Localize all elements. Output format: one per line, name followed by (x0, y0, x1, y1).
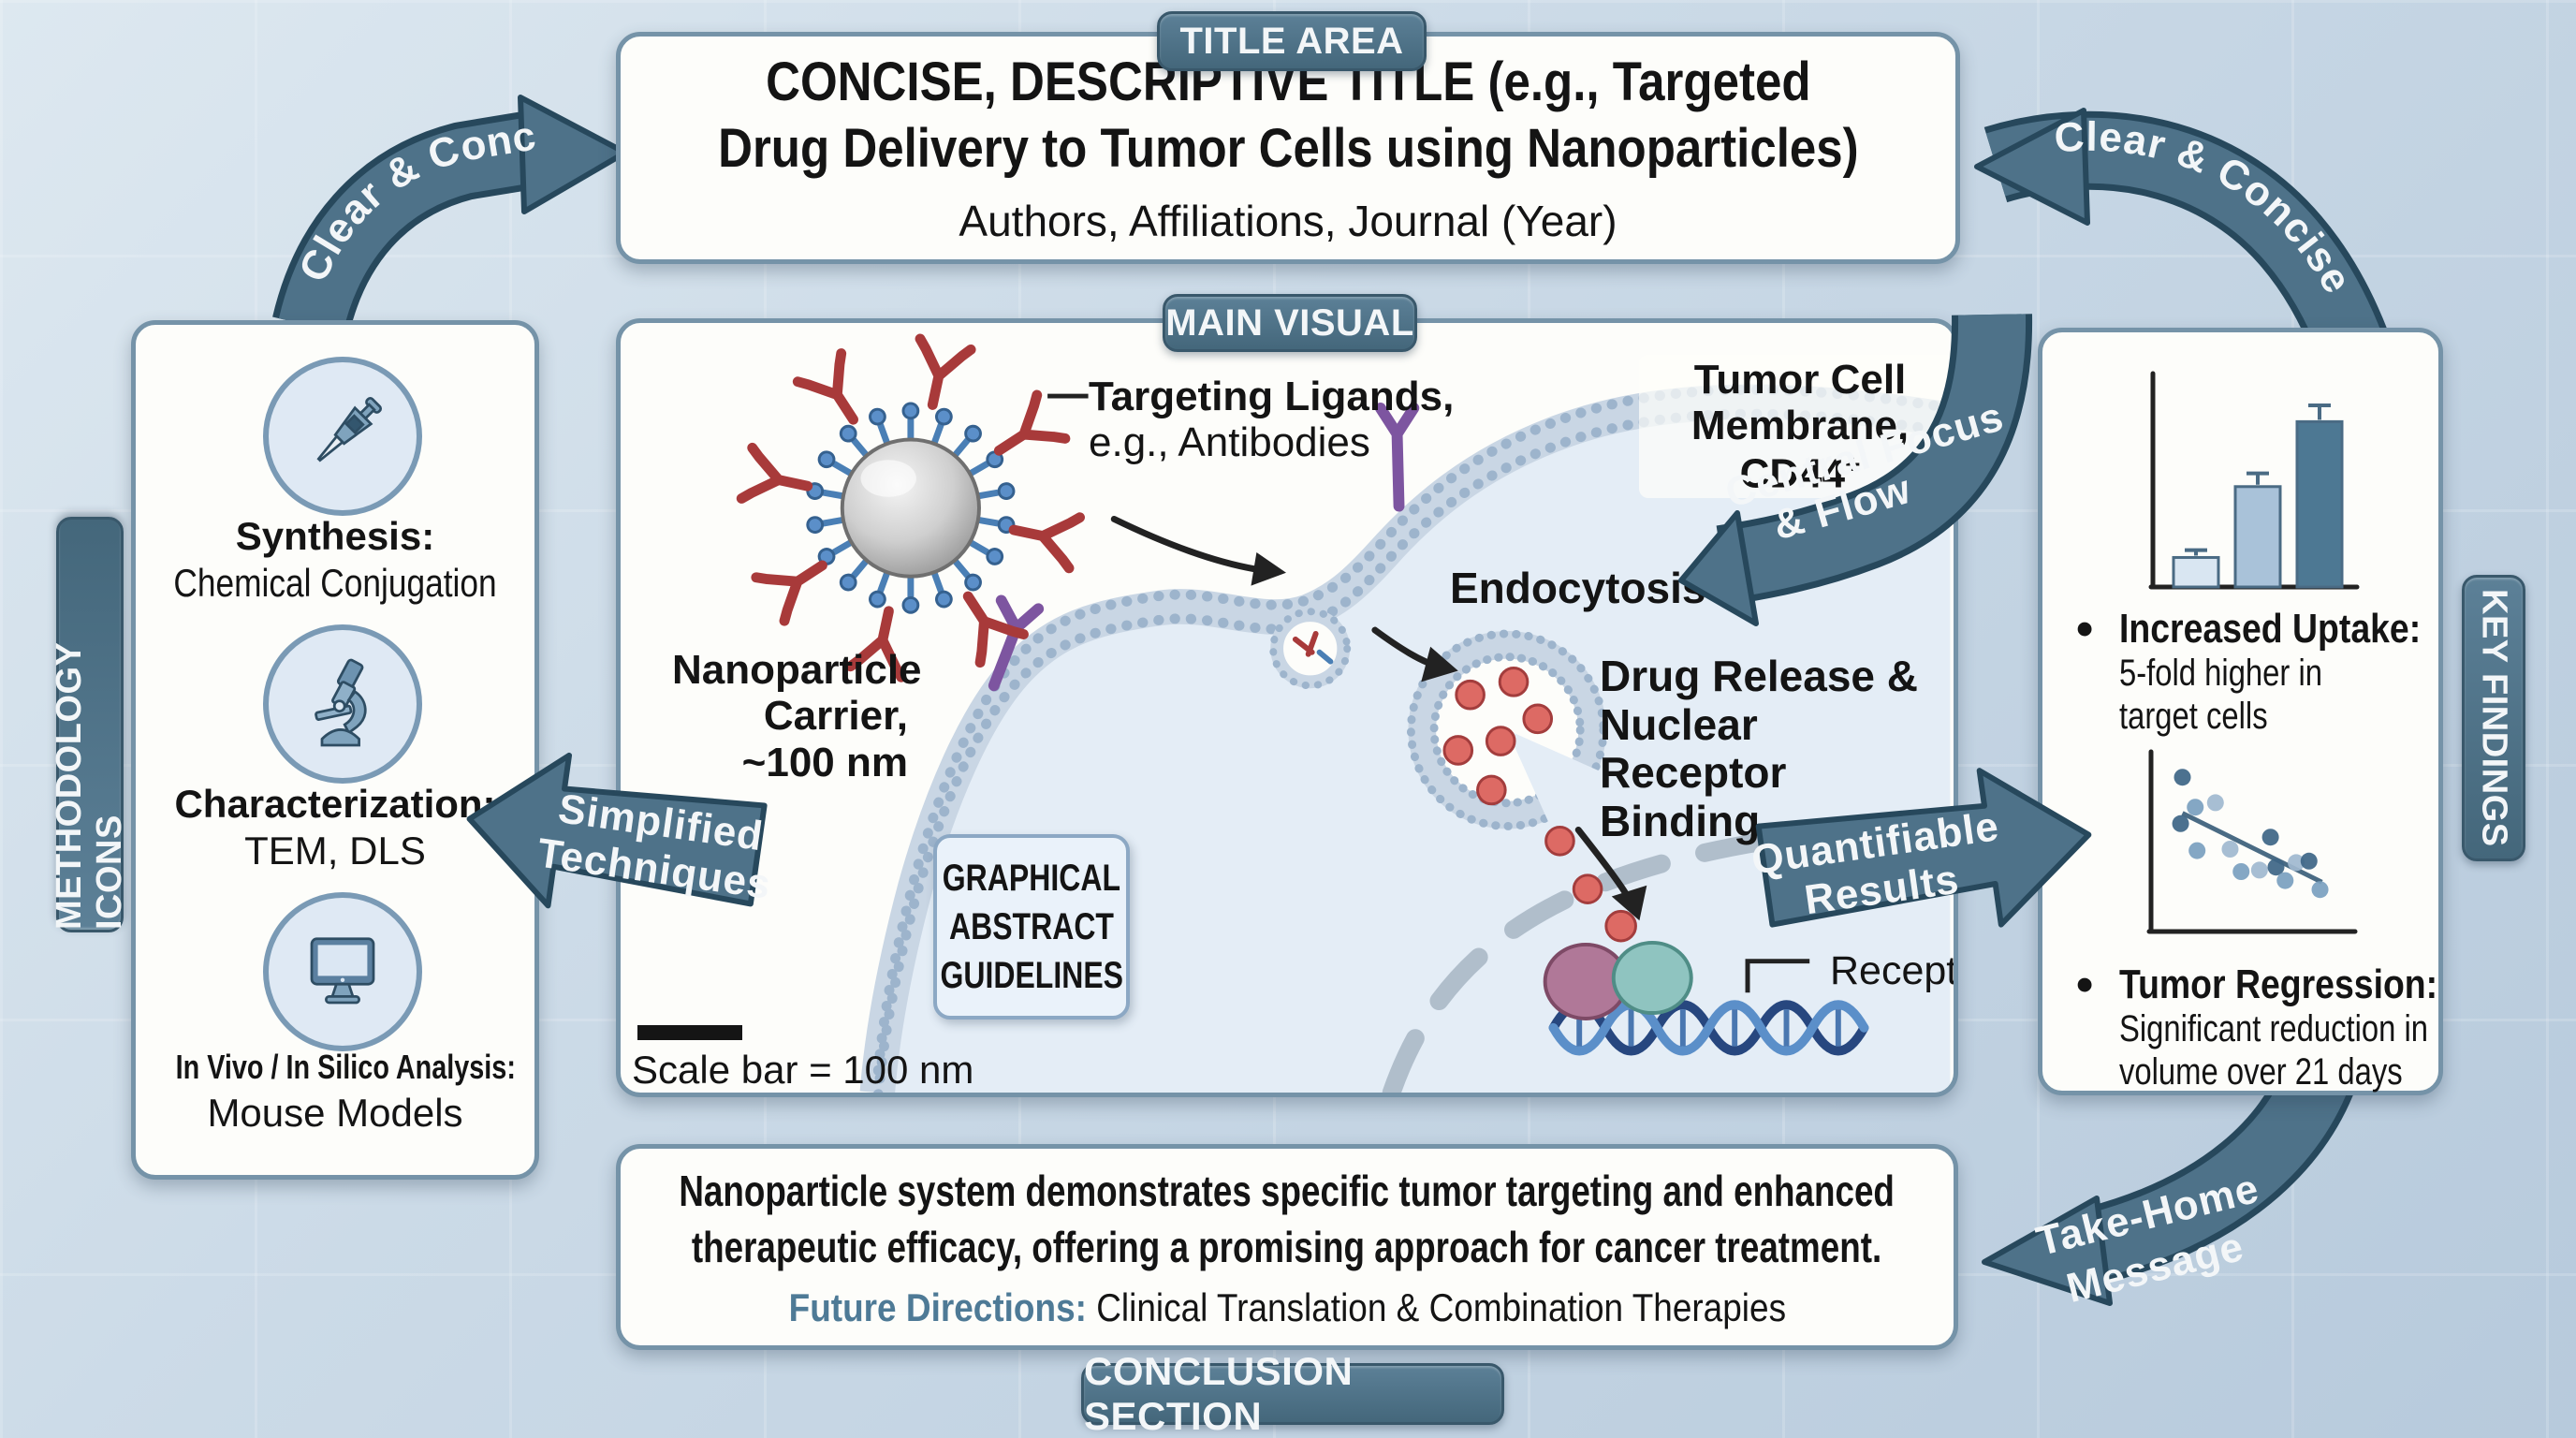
guidelines-line: GUIDELINES (940, 955, 1123, 996)
key-findings-badge: KEY FINDINGS (2462, 575, 2525, 861)
key-findings-panel: • Increased Uptake: 5-fold higher in tar… (2038, 328, 2443, 1095)
receptor-bracket-line (1745, 959, 1810, 993)
paper-title-line2: Drug Delivery to Tumor Cells using Nanop… (717, 118, 1859, 179)
finding-title: Increased Uptake: (2119, 606, 2422, 652)
cd44-receptor-icon (1374, 402, 1420, 512)
arrowhead-left-icon (1982, 1196, 2113, 1306)
methodology-panel: Synthesis: Chemical Conjugation Characte… (131, 320, 539, 1180)
future-directions-line: Future Directions: Clinical Translation … (788, 1285, 1785, 1330)
pipette-icon (316, 396, 383, 462)
nanoparticle (741, 339, 1079, 677)
methodology-item-detail: TEM, DLS (244, 829, 426, 873)
conclusion-line1: Nanoparticle system demonstrates specifi… (679, 1167, 1895, 1216)
nanoparticle-carrier-label: Nanoparticle Carrier, ~100 nm (672, 647, 922, 785)
main-visual-badge: MAIN VISUAL (1163, 294, 1417, 352)
analysis-icon-circle (263, 892, 422, 1051)
scale-bar (637, 1025, 742, 1040)
future-directions-text: Clinical Translation & Combination Thera… (1086, 1284, 1786, 1329)
internalized-antibody-fragments (1292, 630, 1319, 657)
drug-release-label: Drug Release & Nuclear Receptor Binding (1600, 652, 1919, 845)
monitor-icon (310, 937, 375, 1005)
finding-detail: Significant reduction in (2119, 1008, 2429, 1050)
drug-vesicle (1406, 629, 1616, 904)
clear-concise-left-arrow: Clear & Concise (0, 0, 628, 326)
guidelines-line: ABSTRACT (949, 906, 1115, 947)
authors-byline: Authors, Affiliations, Journal (Year) (959, 196, 1617, 245)
bullet-icon: • (2076, 602, 2094, 656)
conclusion-line2: therapeutic efficacy, offering a promisi… (692, 1223, 1882, 1271)
finding-title: Tumor Regression: (2119, 961, 2438, 1007)
arrowhead-left-icon (1974, 108, 2090, 226)
characterization-icon-circle (263, 624, 422, 784)
guidelines-line: GRAPHICAL (942, 858, 1121, 899)
graphical-abstract-guidelines-box: GRAPHICAL ABSTRACT GUIDELINES (933, 834, 1130, 1020)
cd44-superscript: + (1845, 448, 1861, 478)
endocytosis-label: Endocytosis (1450, 564, 1706, 612)
targeting-ligands-label: Targeting Ligands, e.g., Antibodies (1089, 374, 1455, 466)
title-area-badge: TITLE AREA (1157, 11, 1427, 71)
receptor-protein-lobe (1611, 940, 1693, 1016)
bound-drug-molecule (1604, 909, 1637, 943)
methodology-item-detail: Chemical Conjugation (173, 561, 497, 605)
tumor-cell-membrane-label: Tumor Cell Membrane, CD44+ (1639, 355, 1954, 499)
conclusion-panel: Nanoparticle system demonstrates specifi… (616, 1144, 1958, 1350)
methodology-item-title: Characterization: (174, 782, 496, 826)
dna-rungs (1576, 1009, 1841, 1047)
drug-molecules (1442, 667, 1603, 904)
bullet-icon: • (2076, 958, 2094, 1012)
methodology-item-detail: Mouse Models (207, 1091, 463, 1135)
regression-scatter-chart (2146, 749, 2358, 934)
finding-detail: 5-fold higher in (2119, 653, 2322, 695)
main-visual-panel: Targeting Ligands, e.g., Antibodies Tumo… (616, 318, 1958, 1097)
methodology-item-title: In Vivo / In Silico Analysis: (175, 1048, 516, 1086)
tumor-regression-finding: • Tumor Regression: Significant reductio… (2076, 958, 2437, 1093)
increased-uptake-finding: • Increased Uptake: 5-fold higher in tar… (2076, 602, 2432, 738)
nuclear-receptor-dna (1543, 909, 1869, 1056)
finding-detail: target cells (2119, 695, 2268, 737)
title-panel: CONCISE, DESCRIPTIVE TITLE (e.g., Target… (616, 32, 1960, 264)
receptor-label: Receptor (1830, 948, 1958, 993)
arrowhead-right-icon (518, 95, 628, 214)
endocytosis-pit (1269, 608, 1352, 690)
scale-bar-label: Scale bar = 100 nm (632, 1048, 974, 1092)
methodology-icons-badge: METHODOLOGY ICONS (50, 517, 129, 932)
future-directions-label: Future Directions: (788, 1284, 1087, 1329)
cd44-receptor-icon (988, 594, 1045, 692)
process-arrowheads (1251, 552, 1647, 921)
finding-detail: volume over 21 days (2119, 1050, 2403, 1093)
synthesis-icon-circle (263, 357, 422, 516)
methodology-item-title: Synthesis: (235, 514, 435, 558)
conclusion-section-badge: CONCLUSION SECTION (1081, 1349, 1504, 1438)
uptake-bar-chart (2148, 371, 2360, 590)
microscope-icon (315, 658, 367, 747)
dna-strand (1548, 1000, 1869, 1056)
